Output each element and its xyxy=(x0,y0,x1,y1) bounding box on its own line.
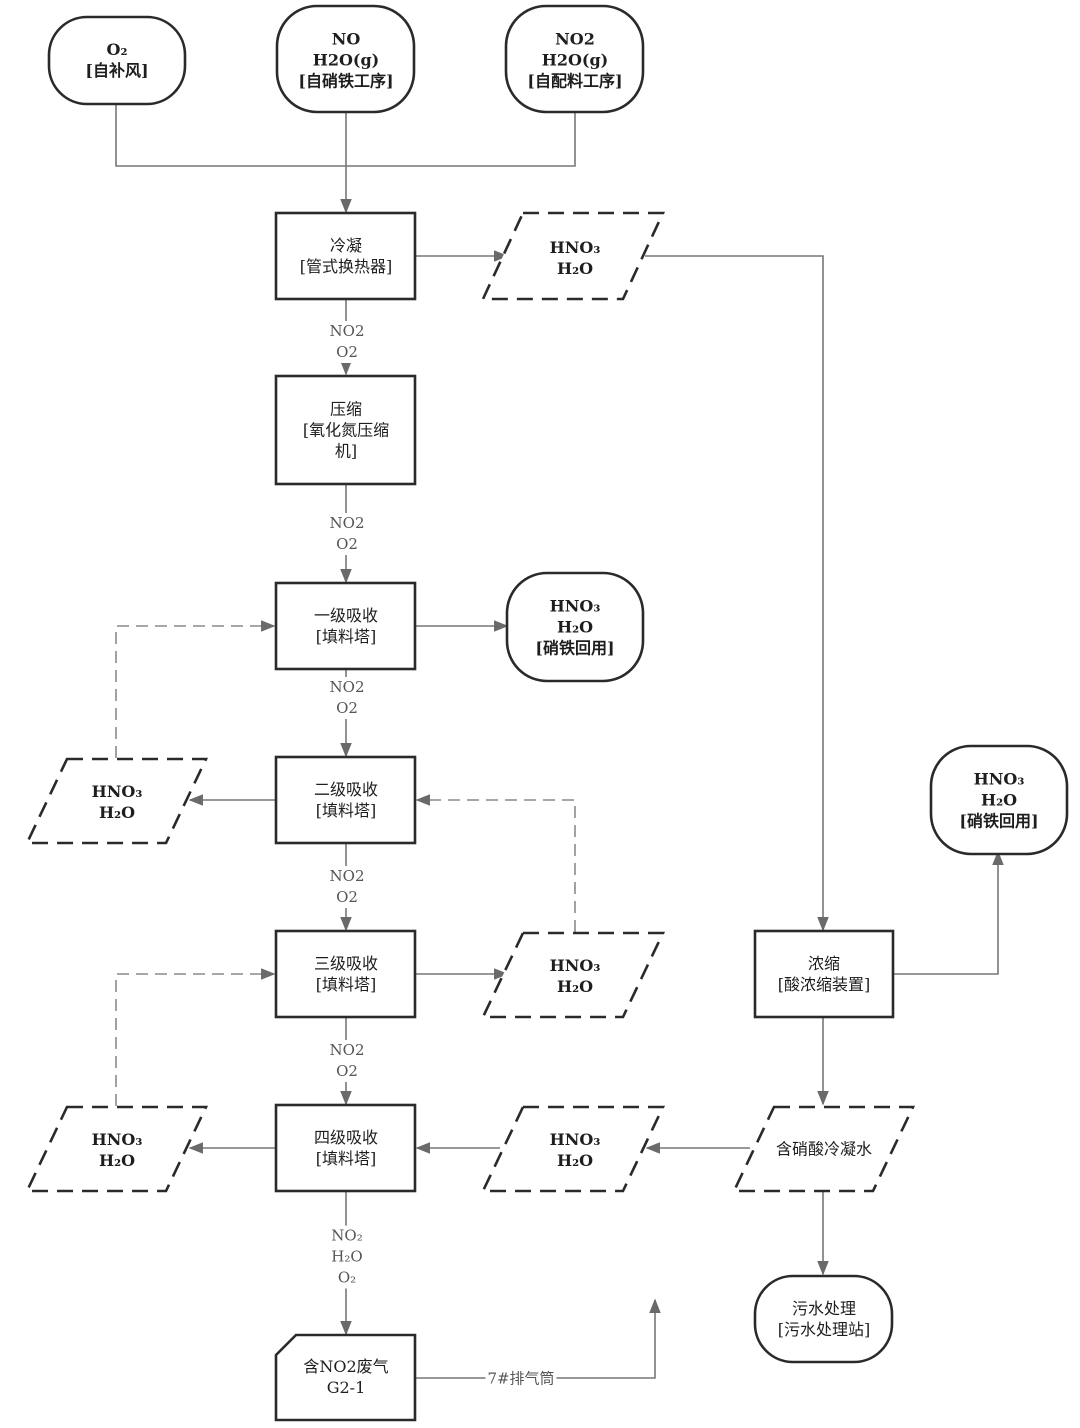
o2-source-node xyxy=(47,15,187,106)
acid-recycle-2-node xyxy=(929,744,1069,856)
flow-label-after-absorb-3: NO2 O2 xyxy=(327,1040,367,1082)
condensate-1-node xyxy=(480,211,666,301)
connector-no2-merge xyxy=(346,112,576,167)
connector-o2-merge xyxy=(115,104,346,167)
flow-label-after-absorb-2: NO2 O2 xyxy=(327,866,367,908)
no-source-label: NO H2O(g) [自硝铁工序] xyxy=(298,29,394,91)
flow-label-after-absorb-4: NO₂ H₂O O₂ xyxy=(329,1225,365,1289)
acid-right-3-node xyxy=(480,931,666,1019)
absorb-1-node xyxy=(274,581,417,671)
acid-right-4-label: HNO₃ H₂O xyxy=(549,1130,601,1170)
acid-recycle-1-label: HNO₃ H₂O [硝铁回用] xyxy=(535,596,615,658)
flow-label-after-compress: NO2 O2 xyxy=(327,513,367,555)
compress-label: 压缩 [氧化氮压缩 机] xyxy=(302,399,390,461)
condensate-1-label: HNO₃ H₂O xyxy=(549,238,601,278)
acid-left-4-node xyxy=(24,1105,209,1193)
dashed-loop-left-2-to-absorb-1 xyxy=(115,620,276,758)
o2-source-label: O₂ [自补风] xyxy=(85,40,149,80)
acid-right-4-node xyxy=(480,1105,666,1193)
connector-waste-gas-to-stack xyxy=(415,1298,661,1379)
absorb-1-label: 一级吸收 [填料塔] xyxy=(313,606,379,646)
dashed-loop-right-3-to-absorb-2 xyxy=(415,794,576,932)
acid-left-4-label: HNO₃ H₂O xyxy=(91,1130,143,1170)
flow-label-after-condense: NO2 O2 xyxy=(327,321,367,363)
acid-recycle-2-label: HNO₃ H₂O [硝铁回用] xyxy=(959,769,1039,831)
acid-left-2-node xyxy=(24,757,209,845)
absorb-3-node xyxy=(274,929,417,1019)
nodes xyxy=(24,4,1069,1422)
absorb-2-label: 二级吸收 [填料塔] xyxy=(313,780,379,820)
wastewater-label: 污水处理 [污水处理站] xyxy=(777,1299,871,1339)
absorb-4-label: 四级吸收 [填料塔] xyxy=(313,1128,379,1168)
absorb-2-node xyxy=(274,755,417,845)
absorb-3-label: 三级吸收 [填料塔] xyxy=(313,954,379,994)
dashed-loop-left-4-to-absorb-3 xyxy=(115,968,276,1106)
acid-recycle-1-node xyxy=(505,571,645,683)
flow-label-stack: 7#排气筒 xyxy=(485,1368,557,1390)
connector-condensate-to-concentrate xyxy=(645,255,829,932)
acid-left-2-label: HNO₃ H₂O xyxy=(91,782,143,822)
connector-concentrate-to-recycle xyxy=(893,850,1004,975)
condensate-water-label: 含硝酸冷凝水 xyxy=(775,1139,873,1159)
no2-source-node xyxy=(504,4,645,114)
waste-gas-node xyxy=(274,1333,417,1422)
connectors xyxy=(115,104,1004,1379)
flow-label-after-absorb-1: NO2 O2 xyxy=(327,677,367,719)
absorb-4-node xyxy=(274,1103,417,1193)
acid-right-3-label: HNO₃ H₂O xyxy=(549,956,601,996)
condensate-water-node xyxy=(731,1105,916,1193)
no2-source-label: NO2 H2O(g) [自配料工序] xyxy=(527,29,623,91)
waste-gas-label: 含NO2废气 G2-1 xyxy=(303,1357,389,1397)
condense-node xyxy=(274,211,417,301)
condense-label: 冷凝 [管式换热器] xyxy=(299,236,393,276)
no-source-node xyxy=(275,4,416,114)
concentrate-node xyxy=(753,929,895,1019)
wastewater-node xyxy=(753,1274,894,1364)
compress-node xyxy=(274,374,417,486)
concentrate-label: 浓缩 [酸浓缩装置] xyxy=(777,954,871,994)
